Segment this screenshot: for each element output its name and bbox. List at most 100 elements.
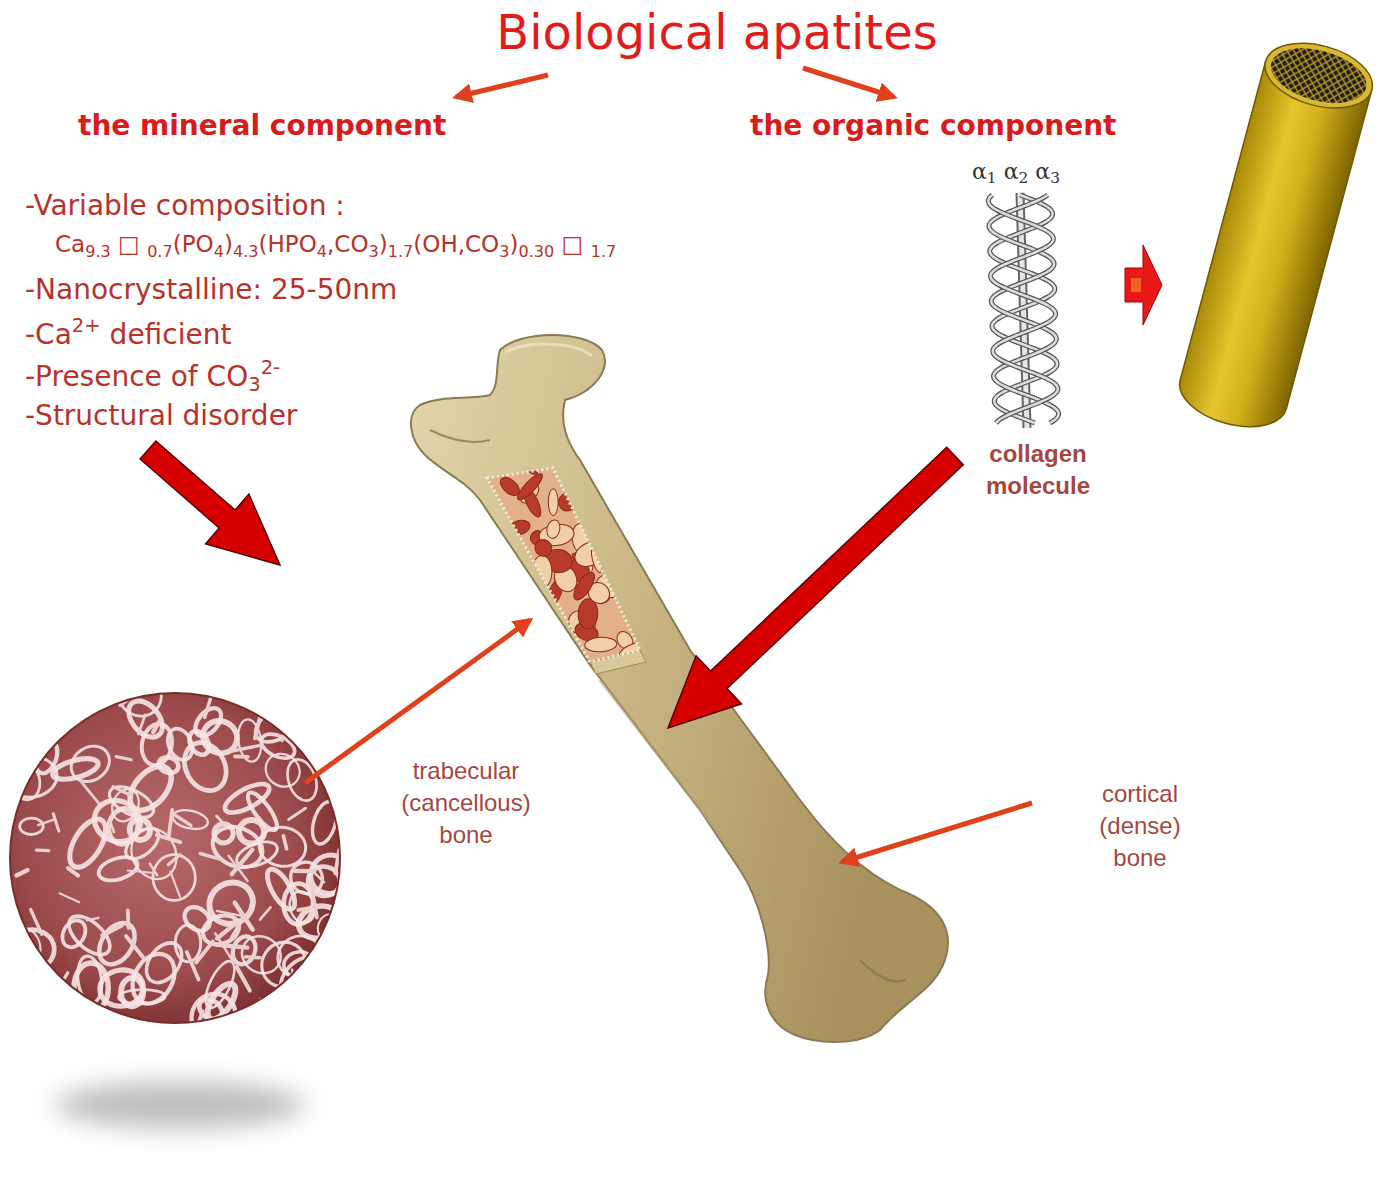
- subscript: 3: [248, 373, 260, 396]
- marrow-cell: [584, 636, 617, 652]
- trabecula-strut: [334, 960, 348, 990]
- trabecula-ring: [26, 980, 59, 1020]
- trabecula-strut: [6, 944, 24, 965]
- trabecula-strut: [68, 868, 78, 875]
- trabecula-ring: [5, 928, 40, 971]
- trabecula-ring: [139, 936, 189, 989]
- title-arrow: [803, 68, 894, 97]
- marrow-cell: [514, 471, 545, 503]
- trabecula-ring: [62, 813, 113, 873]
- trabecula-ring: [157, 755, 181, 776]
- property-item: -Variable composition :: [25, 188, 345, 223]
- property-item: -Nanocrystalline: 25-50nm: [25, 272, 397, 307]
- trabecula-strut: [38, 819, 55, 825]
- trabecula-strut: [102, 925, 122, 936]
- trabecula-strut: [16, 870, 27, 875]
- trabecula-ring: [0, 984, 22, 1019]
- trabecula-ring: [0, 950, 29, 994]
- trabecula-strut: [138, 715, 145, 734]
- marrow-cell: [555, 490, 580, 515]
- marrow-cell: [488, 449, 514, 477]
- trabecula-ring: [50, 677, 95, 720]
- trabecula-strut: [295, 869, 315, 874]
- trabecula-ring: [0, 760, 19, 784]
- trabecula-strut: [173, 814, 191, 825]
- helix-strand: [988, 195, 1058, 423]
- trabecula-ring: [46, 671, 96, 722]
- trabecula-ring: [5, 723, 30, 745]
- superscript: 2-: [261, 356, 281, 379]
- trabecula-strut: [87, 918, 99, 921]
- trabecula-strut: [110, 821, 114, 832]
- helix-strand: [989, 195, 1059, 423]
- trabecula-ring: [64, 739, 116, 789]
- marrow-texture: [488, 448, 651, 670]
- trabecula-ring: [138, 721, 175, 768]
- trabecula-strut: [36, 848, 48, 852]
- text-run: -Presence of CO: [25, 360, 248, 393]
- property-item: -Structural disorder: [25, 398, 297, 433]
- trabecula-ring: [171, 807, 210, 832]
- diagram-title: Biological apatites: [317, 2, 1117, 62]
- subscript: 1: [987, 169, 997, 187]
- helix-strand: [988, 195, 1058, 423]
- trabecula-ring: [118, 989, 165, 1004]
- part-label: trabecular (cancellous) bone: [379, 755, 554, 851]
- trabecula-strut: [187, 952, 199, 979]
- trabecula-ring: [74, 963, 108, 1012]
- trabecula-ring: [58, 916, 90, 951]
- condyle-line: [860, 960, 905, 981]
- block-arrow: [1125, 245, 1162, 325]
- trabecula-strut: [104, 1026, 118, 1029]
- trabecula-strut: [170, 872, 180, 897]
- trabecula-strut: [15, 974, 28, 985]
- text-run: α: [997, 159, 1019, 184]
- trabecula-strut: [113, 787, 131, 796]
- trabecula-ring: [37, 985, 76, 1021]
- trabecula-ring: [152, 854, 197, 902]
- leader-arrow: [842, 803, 1032, 862]
- trabecula-strut: [153, 721, 159, 732]
- trabecula-strut: [289, 808, 306, 819]
- subscript: 1.7: [591, 242, 617, 261]
- collagen-helix: [988, 193, 1058, 428]
- trabecula-ring: [282, 755, 321, 804]
- trabecula-strut: [169, 810, 173, 838]
- trabecula-strut: [200, 854, 221, 860]
- trabecula-strut: [255, 718, 260, 738]
- collagen-fibril: [1172, 32, 1379, 437]
- text-run: (OH,CO: [413, 231, 499, 257]
- marrow-cell: [570, 569, 598, 603]
- arrow-highlight: [1131, 278, 1141, 292]
- trabecula-strut: [53, 814, 59, 831]
- trabecula-ring: [185, 727, 213, 758]
- trabecula-ring: [257, 824, 309, 869]
- text-run: ,CO: [327, 231, 368, 257]
- chain-label: α1 α2 α3: [972, 158, 1060, 189]
- trabecula-strut: [283, 836, 286, 849]
- trabecula-ring: [282, 950, 316, 979]
- trabecula-strut: [231, 920, 241, 938]
- text-run: (HPO: [259, 231, 317, 257]
- trabecula-ring: [202, 875, 260, 932]
- trabecula-strut: [59, 893, 79, 902]
- trabecular-lattice: [0, 667, 360, 1048]
- trabecula-strut: [216, 816, 225, 825]
- trabecula-strut: [237, 967, 250, 991]
- text-run: -Ca: [25, 318, 72, 351]
- trabecula-strut: [260, 907, 270, 919]
- trabecula-strut: [217, 911, 249, 917]
- trabecula-strut: [287, 978, 304, 989]
- trabecula-strut: [261, 706, 284, 715]
- fibril-mesh: [1265, 39, 1373, 113]
- trabecula-strut: [205, 690, 213, 717]
- trabecula-ring: [37, 689, 78, 723]
- fibril-body: [1172, 61, 1371, 437]
- pointer-arrow: [668, 447, 963, 728]
- trabecula-ring: [221, 778, 273, 818]
- femur-bone: [411, 335, 948, 1042]
- section-heading: the mineral component: [78, 108, 446, 143]
- trabecula-strut: [40, 728, 51, 735]
- trabecula-strut: [196, 942, 213, 963]
- trabecula-strut: [15, 716, 25, 723]
